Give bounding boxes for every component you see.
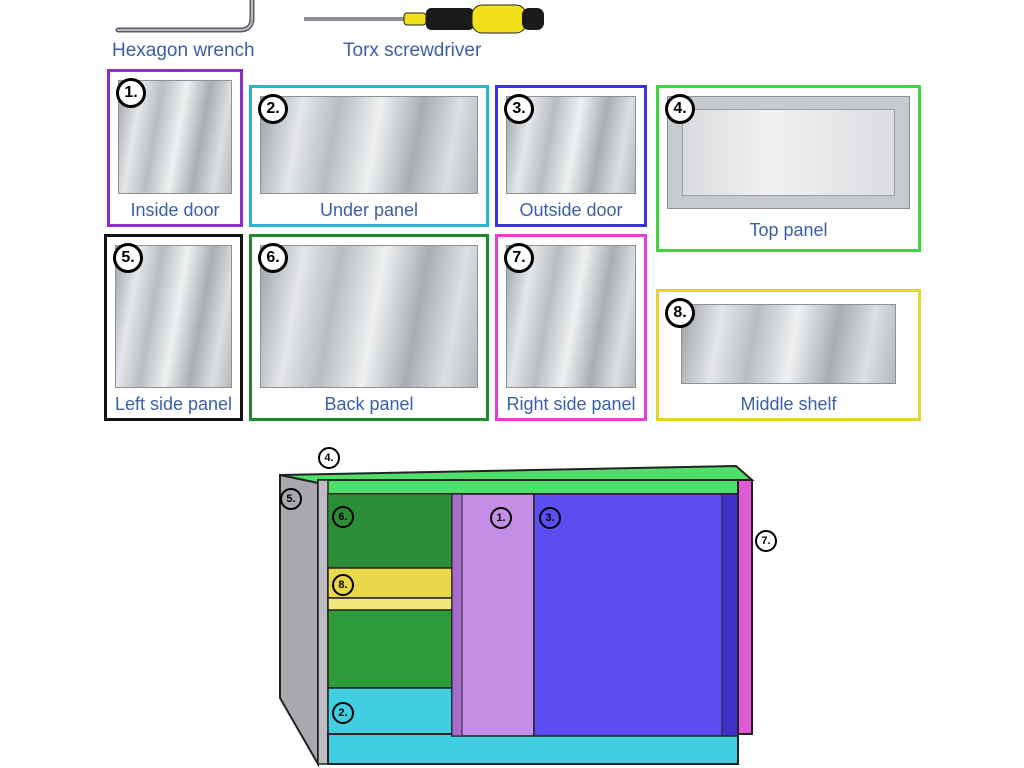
part-inside-door: 1. Inside door: [107, 69, 243, 227]
diagram-outside-door: [533, 493, 739, 737]
part-number-badge: 7.: [504, 243, 534, 273]
diagram-tag-left-side-panel: 5.: [280, 488, 302, 510]
torx-screwdriver-label: Torx screwdriver: [343, 40, 482, 61]
diagram-tag-top-panel: 4.: [318, 447, 340, 469]
hexagon-wrench-label: Hexagon wrench: [112, 40, 255, 61]
part-top-panel: 4. Top panel: [656, 85, 921, 252]
diagram-top-panel-front: [317, 479, 749, 495]
part-name: Back panel: [324, 394, 414, 414]
diagram-tag-middle-shelf: 8.: [332, 574, 354, 596]
part-number-badge: 1.: [116, 78, 146, 108]
torx-screwdriver-icon: [304, 4, 544, 34]
part-number-badge: 8.: [665, 298, 695, 328]
part-number-badge: 2.: [258, 94, 288, 124]
under-panel-photo: [260, 96, 478, 194]
part-back-panel: 6. Back panel: [249, 234, 489, 421]
diagram-back-panel-shade: [328, 494, 452, 568]
diagram-right-side-panel: [737, 479, 753, 735]
diagram-left-side-panel-edge: [317, 479, 329, 765]
diagram-tag-back-panel: 6.: [332, 506, 354, 528]
part-middle-shelf: 8. Middle shelf: [656, 289, 921, 421]
part-name: Outside door: [519, 200, 623, 220]
back-panel-photo: [260, 245, 478, 388]
diagram-tag-outside-door: 3.: [539, 507, 561, 529]
diagram-inside-door: [451, 493, 535, 737]
diagram-under-panel-front: [327, 733, 739, 765]
diagram-outside-door-edge: [721, 493, 739, 737]
diagram-left-side-panel: [279, 473, 319, 768]
part-name: Under panel: [319, 200, 419, 220]
diagram-inside-door-edge: [451, 493, 463, 737]
diagram-middle-shelf-edge: [327, 597, 453, 611]
part-name: Left side panel: [114, 394, 233, 414]
part-number-badge: 6.: [258, 243, 288, 273]
diagram-tag-inside-door: 1.: [490, 507, 512, 529]
hexagon-wrench-icon: [115, 0, 255, 33]
top-panel-photo: [667, 96, 910, 209]
part-name: Right side panel: [506, 394, 636, 414]
diagram-tag-right-side-panel: 7.: [755, 530, 777, 552]
part-name: Top panel: [749, 220, 828, 240]
diagram-tag-under-panel: 2.: [332, 702, 354, 724]
part-number-badge: 5.: [113, 243, 143, 273]
cabinet-assembly-diagram: [279, 464, 755, 768]
part-number-badge: 3.: [504, 94, 534, 124]
part-name: Middle shelf: [740, 394, 837, 414]
part-outside-door: 3. Outside door: [495, 85, 647, 227]
part-under-panel: 2. Under panel: [249, 85, 489, 227]
middle-shelf-photo: [681, 304, 896, 384]
part-number-badge: 4.: [665, 94, 695, 124]
part-right-side-panel: 7. Right side panel: [495, 234, 647, 421]
part-left-side-panel: 5. Left side panel: [104, 234, 243, 421]
part-name: Inside door: [130, 200, 220, 220]
